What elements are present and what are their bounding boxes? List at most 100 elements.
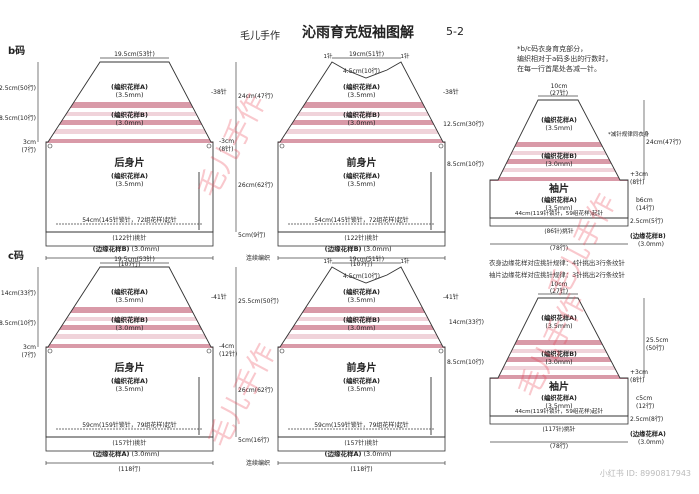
sleeve-stripe-5: [490, 177, 628, 181]
yoke-pattern-a-label: (编织花样A): [343, 82, 380, 91]
yoke-note: *b/c码衣身育克部分， 编织相对于a码多出的行数时， 在每一行首尾处各减一针。: [517, 45, 613, 73]
body-gauge-a: (3.5mm): [115, 385, 143, 393]
stripe-band-3: [46, 325, 213, 330]
body-length-label: 26cm(62行): [238, 181, 273, 189]
stripe-band-2: [278, 112, 445, 116]
stripe-band-3: [46, 120, 213, 125]
edge-band: [277, 436, 446, 452]
side-rows-label: (7行): [22, 146, 37, 154]
armhole-marker-left: [279, 143, 285, 149]
edge-pattern-label: (边缘花样B): [93, 244, 130, 253]
stripe-band-1: [46, 102, 213, 108]
sleeve-stripe-4: [490, 168, 628, 172]
continuous-label: 连续编织: [246, 459, 270, 467]
sleeve-edge-rule: 袖片边缘花样对应挑针规律：3针挑出2行条纹针: [489, 271, 625, 279]
stripe-band-5: [278, 139, 445, 143]
sleeve-pattern-a: (编织花样A): [541, 115, 577, 124]
bottom-total-label: (118行): [118, 465, 140, 473]
pattern-b-label: (编织花样B): [111, 315, 148, 324]
back-piece-title: 后身片: [115, 156, 145, 169]
sleeve-top-label: 10cm: [551, 281, 568, 288]
neck-depth-label: 4.5cm(10行): [343, 67, 380, 75]
size-b-label: b码: [8, 45, 25, 57]
sleeve-foundation-label: 44cm(119针锁针，59组花样)起针: [515, 209, 604, 217]
sleeve-body-gauge: (3.5mm): [545, 403, 572, 410]
yoke-total-label: 24cm(47行): [238, 92, 273, 100]
pattern-b-gauge: (3.0mm): [347, 324, 375, 332]
sleeve-total-label: 24cm(47行): [646, 138, 681, 146]
stripe-band-5: [278, 344, 445, 348]
sleeve-foundation-label: 44cm(119针锁针，59组花样)起针: [515, 407, 604, 415]
sleeve-total-label: 25.5cm: [646, 337, 669, 344]
yoke-pattern-a-label: (编织花样A): [111, 287, 148, 296]
stripe-band-3: [278, 120, 445, 125]
sleeve-yoke-label: 14cm(33行): [449, 318, 484, 326]
armhole-marker-right: [206, 143, 212, 149]
top-width-label: 19cm(51针): [349, 255, 384, 263]
side-label: 3cm: [23, 139, 36, 146]
armhole-marker-left: [47, 143, 53, 149]
sleeve-stripe-label: 8.5cm(10行): [447, 358, 484, 366]
sleeve-gauge-b: (3.0mm): [545, 359, 572, 366]
sleeve-top-count: (27针): [550, 287, 568, 295]
sleeve-note: *减针规律同衣身: [608, 130, 650, 138]
front-piece-outline: [277, 266, 446, 438]
side-rows-label: (7行): [22, 351, 37, 359]
sleeve-stripe-5: [490, 375, 628, 379]
decrease-label: -41针: [443, 293, 459, 301]
armhole-marker-right: [438, 348, 444, 354]
sleeve-gauge-b: (3.0mm): [545, 161, 572, 168]
sleeve-top-count: (27针): [550, 89, 568, 97]
sleeve-side-label: +3cm: [630, 171, 648, 178]
edge-pattern-label: (边缘花样A): [325, 449, 362, 458]
stripe-band-3: [278, 325, 445, 330]
foundation-label: 54cm(145针锁针，72组花样)起针: [82, 216, 177, 224]
stripe-band-4: [278, 334, 445, 339]
body-gauge-a: (3.5mm): [347, 180, 375, 188]
sleeve-edge-band: [489, 415, 629, 425]
decrease-label: -38针: [211, 88, 227, 96]
armhole-count-label: (12针): [219, 350, 237, 358]
edge-pattern-label: (边缘花样B): [325, 244, 362, 253]
pm-left-label: 1针: [324, 52, 333, 60]
sleeve-total-rows: (78行): [550, 442, 568, 450]
stripe-band-4: [46, 129, 213, 134]
sleeve-pattern-b: (编织花样B): [541, 349, 577, 358]
stripe-band-1: [278, 102, 445, 108]
sleeve-gauge-a: (3.5mm): [545, 323, 572, 330]
top-width-label: 19cm(51针): [349, 50, 384, 58]
stripe-band-5: [46, 344, 213, 348]
armhole-marker-left: [47, 348, 53, 354]
body-pattern-a-label: (编织花样A): [111, 171, 148, 180]
page-number: 5-2: [446, 25, 464, 38]
yoke-total-label: 25.5cm(50行): [238, 297, 279, 305]
armhole-marker-right: [206, 348, 212, 354]
sleeve-total-rows-label: (50行): [646, 344, 664, 352]
stripe-band-2: [46, 317, 213, 321]
decrease-label: -38针: [443, 88, 459, 96]
body-gauge-a: (3.5mm): [347, 385, 375, 393]
stripe-height-label: 8.5cm(10行): [0, 319, 36, 327]
stripe-height-label: 8.5cm(10行): [0, 114, 36, 122]
pickup-label: (122针)挑针: [112, 234, 146, 242]
edge-gauge: (3.0mm): [364, 245, 392, 253]
sleeve-low-rows: (12行): [636, 402, 654, 410]
edge-gauge: (3.0mm): [132, 450, 160, 458]
yoke-pattern-a-label: (编织花样A): [343, 287, 380, 296]
armhole-label: -4cm: [219, 343, 234, 350]
pattern-b-label: (编织花样B): [343, 315, 380, 324]
sleeve-side-count: (8针): [630, 178, 645, 186]
bottom-total-label: (118行): [350, 465, 372, 473]
edge-height-label: 5cm(9行): [238, 231, 265, 239]
size-c-label: c码: [8, 250, 24, 262]
sleeve-pattern-a: (编织花样A): [541, 313, 577, 322]
pm-right-label: 1针: [401, 257, 410, 265]
pattern-b-gauge: (3.0mm): [115, 324, 143, 332]
sleeve-top-label: 10cm: [551, 83, 568, 90]
sleeve-body-gauge: (3.5mm): [545, 205, 572, 212]
sleeve-stripe-2: [490, 151, 628, 155]
sleeve-stripe-label: 8.5cm(10行): [447, 160, 484, 168]
sleeve-edge-height: 2.5cm(8行): [630, 415, 663, 423]
body-pattern-a-label: (编织花样A): [343, 171, 380, 180]
